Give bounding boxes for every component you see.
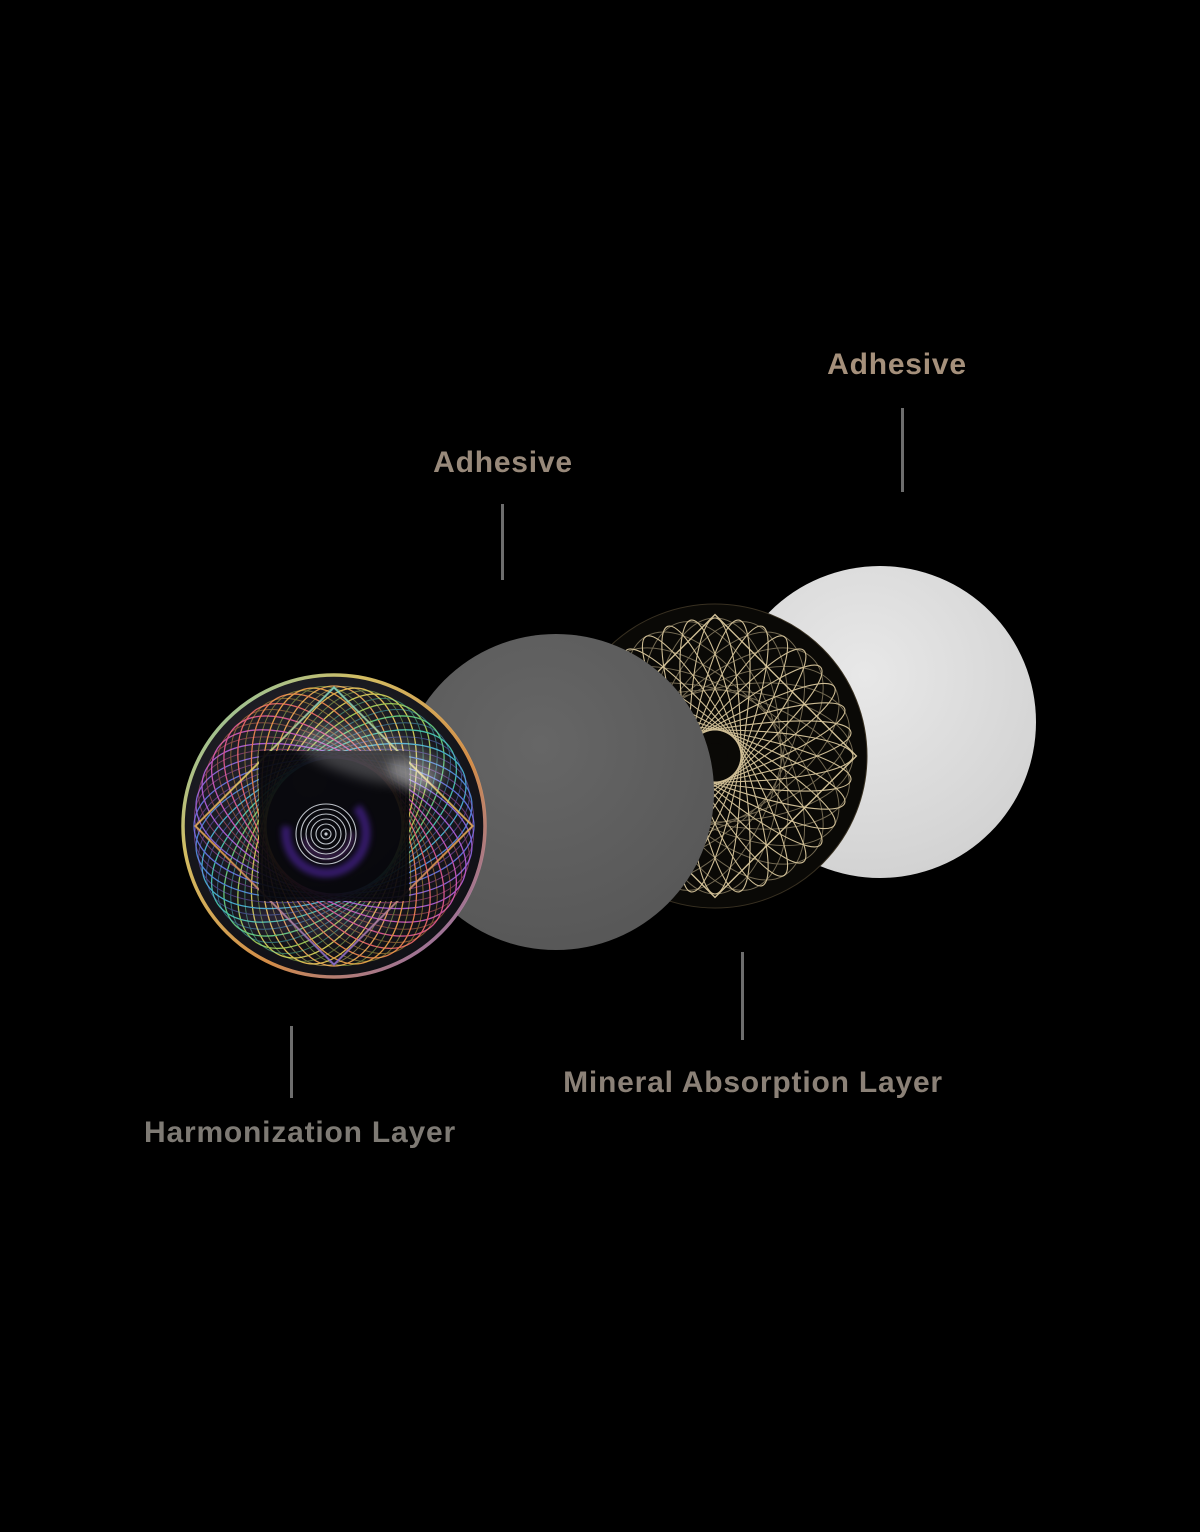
label-adhesive-top: Adhesive: [827, 348, 967, 381]
label-mineral-absorption-layer: Mineral Absorption Layer: [563, 1066, 943, 1099]
connector-line-adhesive-middle: [501, 504, 504, 580]
holographic-spirograph-graphic: [181, 673, 487, 979]
connector-line-mineral-layer: [741, 952, 744, 1040]
connector-line-adhesive-top: [901, 408, 904, 492]
label-adhesive-middle: Adhesive: [433, 446, 573, 479]
label-harmonization-layer: Harmonization Layer: [144, 1116, 456, 1149]
connector-line-harmonization-layer: [290, 1026, 293, 1098]
layer-disc-harmonization: [176, 668, 492, 984]
